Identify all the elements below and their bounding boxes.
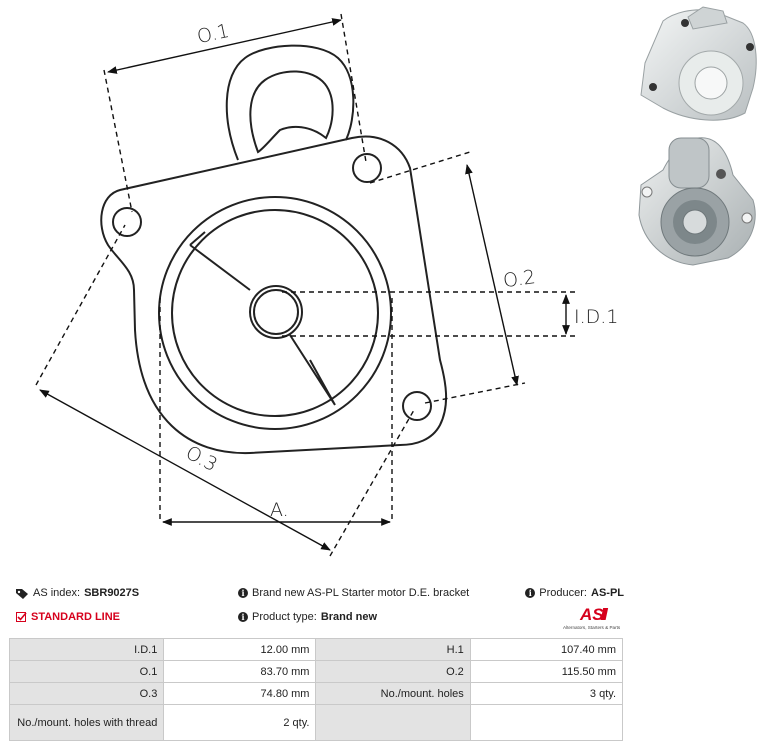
spec-label: No./mount. holes xyxy=(315,682,471,705)
spec-value: 12.00 mm xyxy=(163,638,317,661)
info-row-1: AS index: SBR9027S i Brand new AS-PL Sta… xyxy=(16,585,624,609)
o1-extension-left xyxy=(103,69,133,213)
spec-label: O.2 xyxy=(315,660,471,683)
shaft-hub-outer xyxy=(249,285,303,339)
id1-label: I.D.1 xyxy=(574,306,618,328)
as-index-label: AS index: xyxy=(33,587,81,599)
table-row: O.3 74.80 mm No./mount. holes 3 qty. xyxy=(8,682,624,705)
spec-table: I.D.1 12.00 mm H.1 107.40 mm O.1 83.70 m… xyxy=(8,638,624,741)
logo-tagline: Alternators, Starters & Parts xyxy=(563,625,621,630)
spec-value: 83.70 mm xyxy=(163,660,317,683)
product-type-label: Product type: xyxy=(252,611,317,623)
shaft-hub-inner xyxy=(253,289,299,335)
table-row: O.1 83.70 mm O.2 115.50 mm xyxy=(8,660,624,683)
table-row: I.D.1 12.00 mm H.1 107.40 mm xyxy=(8,638,624,661)
info-row-2: STANDARD LINE i Product type: Brand new xyxy=(16,609,624,633)
spec-label xyxy=(315,704,471,741)
info-icon: i xyxy=(525,588,536,598)
as-index: AS index: SBR9027S xyxy=(16,587,139,599)
spec-label: O.3 xyxy=(8,682,165,705)
o1-label: O.1 xyxy=(195,20,231,48)
bracket-photo-front xyxy=(640,6,757,121)
as-logo: AS Alternators, Starters & Parts xyxy=(563,605,621,630)
spec-label: H.1 xyxy=(315,638,471,661)
bracket-flange xyxy=(100,135,448,455)
mount-hole-bottom-right xyxy=(402,391,432,421)
spec-label: No./mount. holes with thread xyxy=(8,704,165,741)
o2-dimension-line xyxy=(465,164,519,386)
producer-value: AS-PL xyxy=(591,587,624,599)
spec-value: 3 qty. xyxy=(469,682,624,705)
o1-dimension-line xyxy=(107,18,342,74)
checkbox-icon xyxy=(16,611,27,622)
description: i Brand new AS-PL Starter motor D.E. bra… xyxy=(238,587,469,599)
description-text: Brand new AS-PL Starter motor D.E. brack… xyxy=(252,587,470,599)
spec-value: 115.50 mm xyxy=(469,660,624,683)
producer: i Producer: AS-PL xyxy=(525,587,624,599)
o2-extension-top xyxy=(369,151,471,184)
spec-value xyxy=(469,704,624,741)
o2-extension-bottom xyxy=(424,382,526,404)
o2-label: O.2 xyxy=(502,266,537,292)
inner-bore xyxy=(171,209,379,417)
logo-text: AS xyxy=(579,605,604,624)
a-label: A. xyxy=(270,499,289,521)
technical-drawing: O.1 O.2 O.3 I.D.1 A. xyxy=(35,13,618,557)
o1-extension-right xyxy=(340,13,367,163)
bore-cutout xyxy=(189,231,336,406)
product-info: AS index: SBR9027S i Brand new AS-PL Sta… xyxy=(16,585,624,633)
info-icon: i xyxy=(238,612,248,622)
product-type-value: Brand new xyxy=(320,611,378,623)
producer-label: Producer: xyxy=(539,587,587,599)
table-row: No./mount. holes with thread 2 qty. xyxy=(8,704,624,741)
spec-value: 107.40 mm xyxy=(469,638,624,661)
tag-icon xyxy=(16,588,28,599)
bracket-hook-inner xyxy=(249,70,334,154)
bracket-photo-back xyxy=(638,137,756,266)
mount-hole-left xyxy=(112,207,142,237)
o3-extension-right xyxy=(329,409,415,557)
as-index-value: SBR9027S xyxy=(84,587,140,599)
mount-hole-top-right xyxy=(352,153,382,183)
info-icon: i xyxy=(238,588,248,598)
standard-line-text: STANDARD LINE xyxy=(31,611,121,623)
spec-value: 74.80 mm xyxy=(163,682,317,705)
spec-label: I.D.1 xyxy=(8,638,165,661)
spec-value: 2 qty. xyxy=(163,704,317,741)
product-type: i Product type: Brand new xyxy=(238,611,377,623)
o3-extension-left xyxy=(35,224,126,386)
spec-label: O.1 xyxy=(8,660,165,683)
o3-dimension-line xyxy=(39,389,331,551)
outer-bore xyxy=(158,196,392,430)
standard-line: STANDARD LINE xyxy=(16,611,120,623)
